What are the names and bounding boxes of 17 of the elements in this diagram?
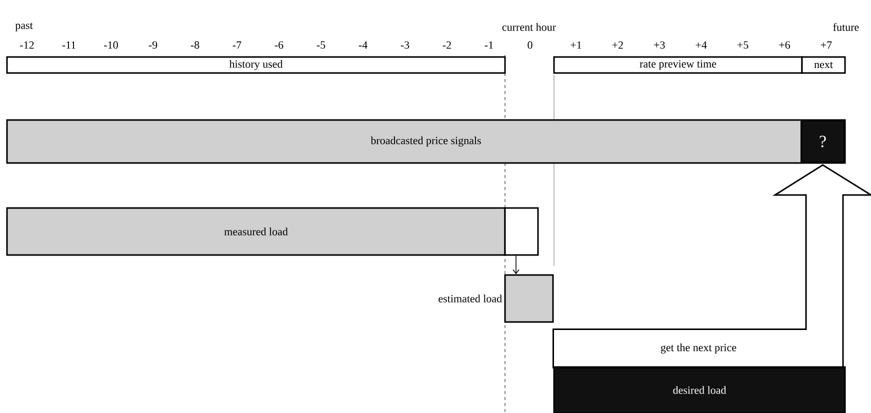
hour-tick-label: +6	[779, 41, 790, 49]
unknown-price-box: ?	[800, 120, 845, 163]
node-label: estimated load	[438, 294, 502, 302]
bent-block-arrow	[552, 164, 871, 368]
timeline-box: history used	[6, 56, 506, 74]
arrow	[512, 255, 520, 274]
load-bar: measured load	[6, 207, 506, 256]
hour-box	[504, 207, 539, 256]
estimate-box: estimated load	[438, 274, 554, 323]
load-bar: desired load	[553, 366, 846, 413]
step-label: get the next price	[660, 344, 736, 354]
axis-heading: past	[15, 22, 33, 32]
timeline-box: next	[801, 56, 846, 74]
hour-tick-label: 0	[528, 41, 532, 49]
hour-tick-label: +7	[820, 41, 832, 49]
axis-heading: future	[833, 23, 859, 31]
axis-heading: current hour	[502, 23, 556, 31]
